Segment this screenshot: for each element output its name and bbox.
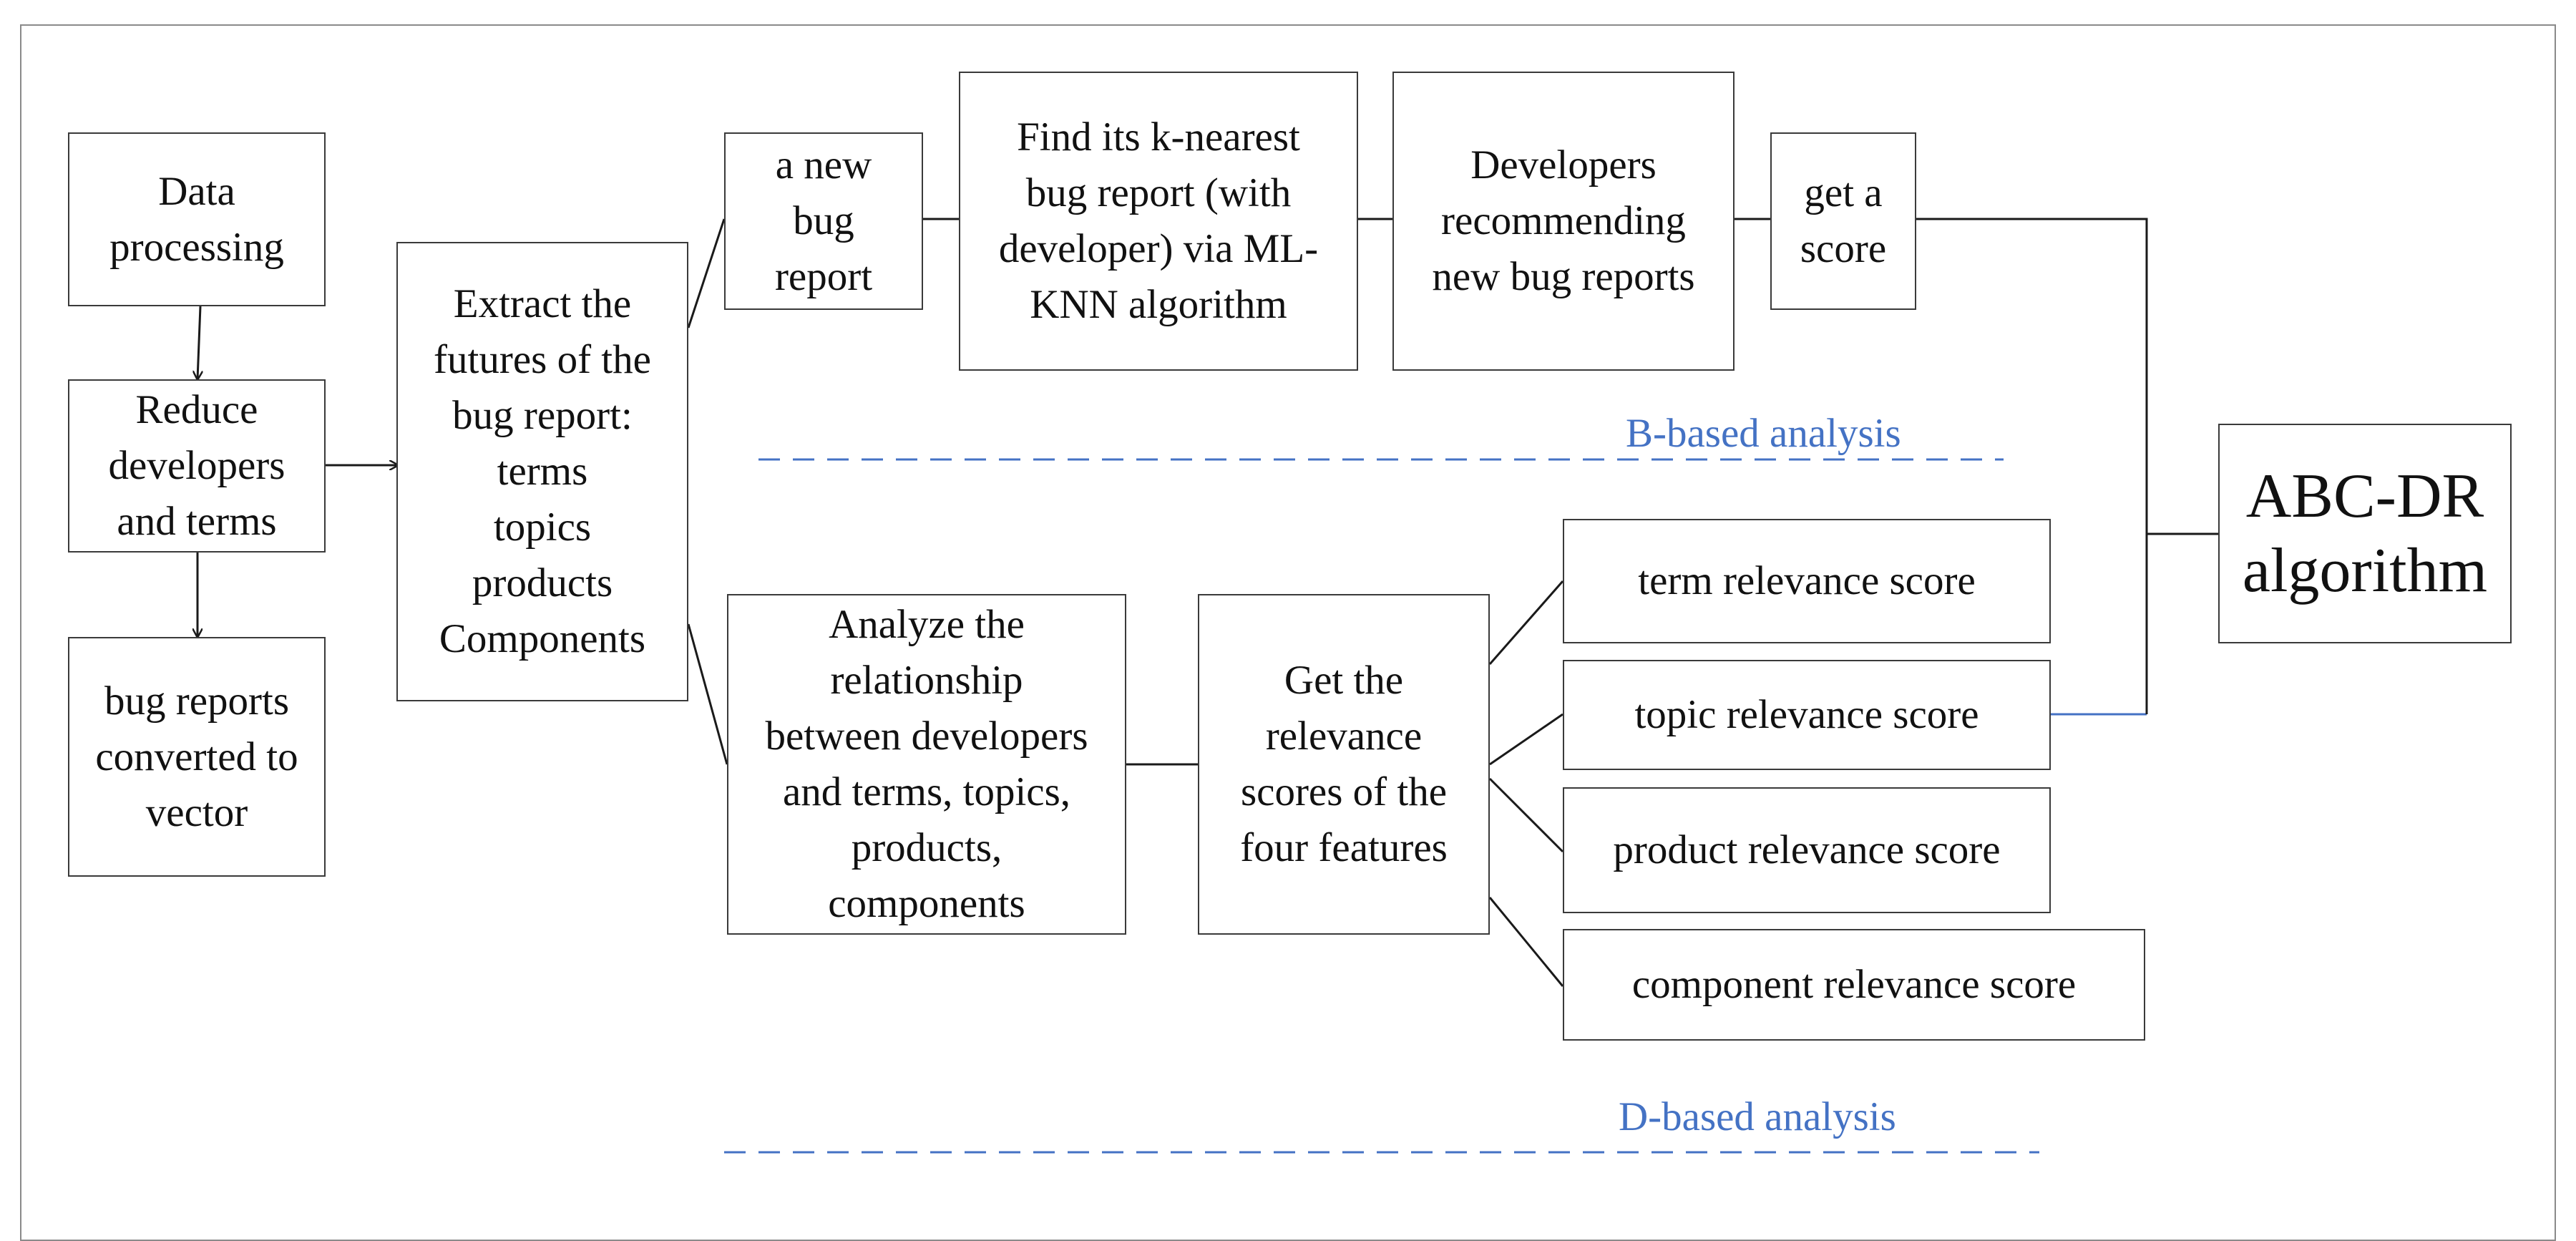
line-extract-to-analyze [687,623,728,765]
line-extract-to-newbug [687,218,726,328]
analyze-relationship-box: Analyze the relationship between develop… [727,594,1126,935]
new-bug-report-box: a new bug report [724,132,923,310]
abc-dr-algorithm-box: ABC-DR algorithm [2218,424,2512,643]
get-score-box: get a score [1770,132,1916,310]
arrow-data-to-reduce [197,306,200,379]
extract-features-box: Extract the futures of the bug report: t… [396,242,688,701]
vector-conversion-box: bug reports converted to vector [68,637,326,877]
relevance-scores-box: Get the relevance scores of the four fea… [1198,594,1490,935]
topic-relevance-box: topic relevance score [1563,660,2051,770]
line-relevance-to-term [1488,580,1564,665]
line-relevance-to-product [1488,777,1564,853]
component-relevance-box: component relevance score [1563,929,2145,1041]
line-relevance-to-topic [1489,713,1563,766]
product-relevance-box: product relevance score [1563,787,2051,913]
knn-search-box: Find its k-nearest bug report (with deve… [959,72,1358,371]
term-relevance-box: term relevance score [1563,519,2051,643]
reduce-developers-box: Reduce developers and terms [68,379,326,553]
data-processing-box: Data processing [68,132,326,306]
developers-recommending-box: Developers recommending new bug reports [1392,72,1735,371]
line-score-to-merge [1916,218,2148,534]
b-based-analysis-label: B-based analysis [1626,411,1901,456]
line-relevance-to-component [1488,897,1564,987]
d-based-analysis-label: D-based analysis [1619,1094,1896,1139]
